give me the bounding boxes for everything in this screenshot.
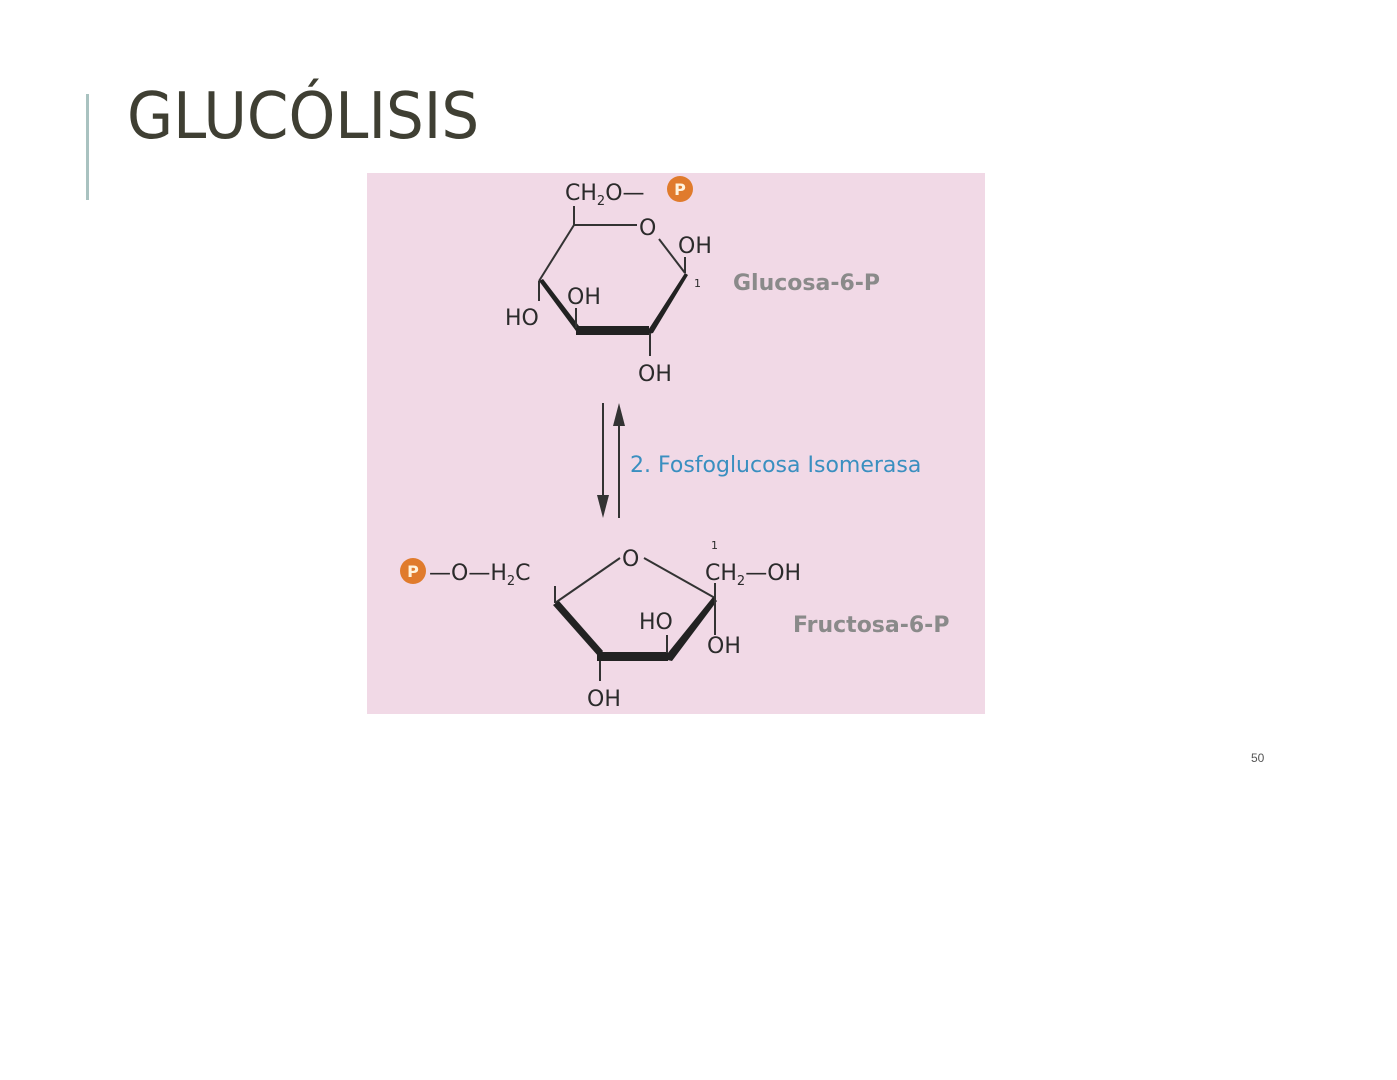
c3-hydroxyl: HO xyxy=(639,610,673,635)
phosphate-label: P xyxy=(674,180,686,199)
c1-hydroxyl: OH xyxy=(678,234,712,259)
c2-hydroxyl: OH xyxy=(638,362,672,387)
reversible-arrow-icon xyxy=(597,403,625,518)
c1-number: 1 xyxy=(694,277,701,290)
ring-oxygen: O xyxy=(622,547,639,572)
c6-linker: —O—H2C xyxy=(429,561,531,589)
page-number: 50 xyxy=(1251,751,1265,765)
phosphate-icon xyxy=(400,558,426,584)
phosphate-label: P xyxy=(407,562,419,581)
c4-hydroxyl: OH xyxy=(587,687,621,712)
c2-hydroxyl: OH xyxy=(707,634,741,659)
reaction-diagram-svg: CH2O— P O OH 1 Glucosa-6-P HO OH OH xyxy=(400,176,949,712)
glucose-label: Glucosa-6-P xyxy=(733,271,880,296)
c1-number: 1 xyxy=(711,539,718,552)
enzyme-label: 2. Fosfoglucosa Isomerasa xyxy=(630,453,921,478)
slide-title: GLUCÓLISIS xyxy=(127,80,480,154)
c4-hydroxyl: HO xyxy=(505,306,539,331)
c3-hydroxyl: OH xyxy=(567,285,601,310)
fructose-6-phosphate: P —O—H2C O 1 CH2—OH HO OH OH Fructosa-6-… xyxy=(400,539,949,712)
isomerization-diagram: CH2O— P O OH 1 Glucosa-6-P HO OH OH xyxy=(367,173,985,714)
c1-group: CH2—OH xyxy=(705,561,801,589)
glucose-6-phosphate: CH2O— P O OH 1 Glucosa-6-P HO OH OH xyxy=(505,176,880,387)
phosphate-icon xyxy=(667,176,693,202)
ring-oxygen: O xyxy=(639,216,656,241)
c6-group: CH2O— xyxy=(565,181,645,209)
fructose-label: Fructosa-6-P xyxy=(793,613,949,638)
title-accent-bar xyxy=(86,94,89,200)
